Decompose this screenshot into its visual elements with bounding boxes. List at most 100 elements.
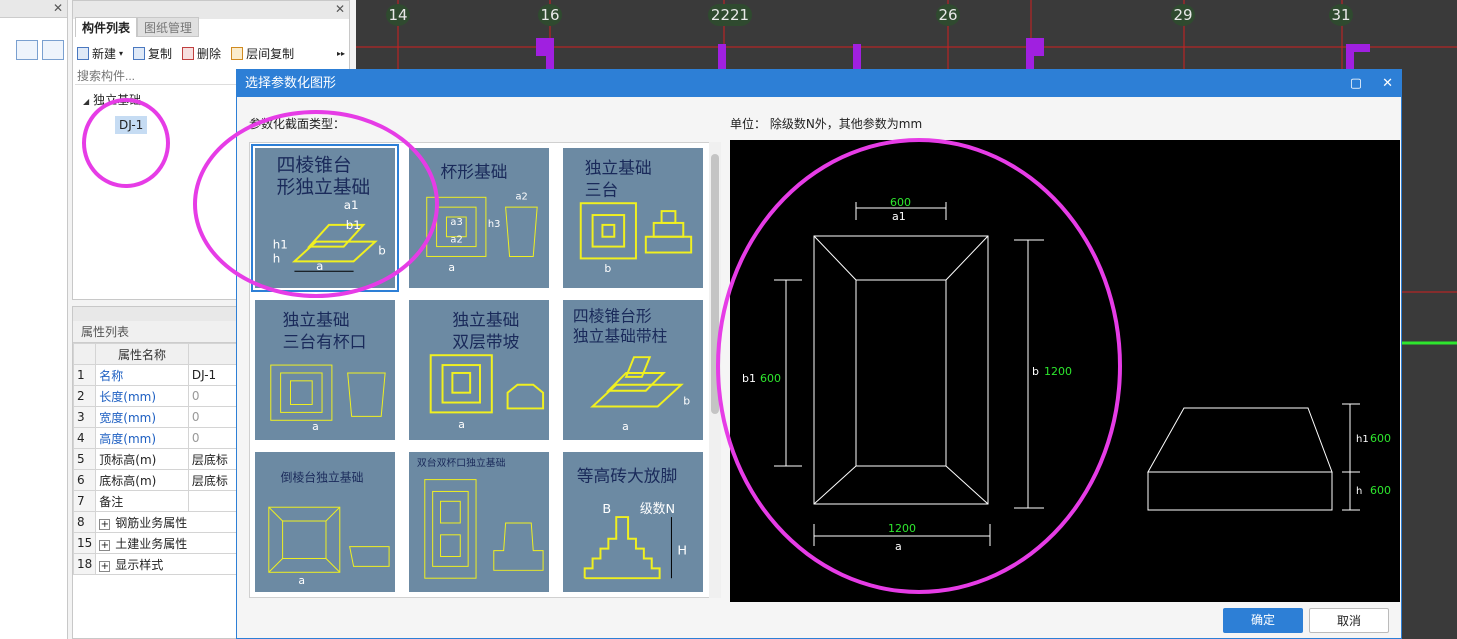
left-panel-header: ✕ <box>0 0 67 18</box>
shape-thumbnail-four-pyramid[interactable]: 四棱锥台 形独立基础 a h1 h a1 b1 b <box>251 144 399 292</box>
b-value: 1200 <box>1044 365 1072 378</box>
grid-view-icon[interactable] <box>42 40 64 60</box>
property-name: 名称 <box>95 364 189 386</box>
svg-text:三台有杯口: 三台有杯口 <box>283 331 367 351</box>
property-group-cell: +显示样式 <box>95 553 251 575</box>
svg-text:a: a <box>448 261 455 274</box>
thumb-title-line1: 四棱锥台 <box>277 156 352 177</box>
three-tier-diagram: 独立基础 三台 b <box>579 158 693 275</box>
double-tier-double-cup-diagram: 双台双杯口独立基础 <box>417 456 544 579</box>
property-group-row[interactable]: 15 +土建业务属性 <box>72 532 251 554</box>
double-slope-diagram: 独立基础 双层带坡 a <box>429 310 545 431</box>
svg-text:b: b <box>604 262 611 275</box>
shape-thumbnail-cup-foundation[interactable]: 杯形基础 a a3 a2 h3 a2 <box>408 147 550 289</box>
expand-plus-icon[interactable]: + <box>99 518 111 530</box>
tab-drawing-management[interactable]: 图纸管理 <box>137 17 200 37</box>
axis-label: 16 <box>538 4 562 26</box>
shape-thumbnail-pyramid-with-column[interactable]: 四棱锥台形 独立基础带柱 a b <box>562 299 704 441</box>
new-button[interactable]: 新建▾ <box>77 45 123 62</box>
floor-copy-button[interactable]: 层间复制 <box>231 45 294 62</box>
h1-label: h1 <box>1356 434 1369 445</box>
select-parametric-shape-dialog: 选择参数化图形 ▢ ✕ 参数化截面类型： 单位： 除级数N外，其他参数为mm 四… <box>236 69 1402 639</box>
row-index: 18 <box>72 553 97 575</box>
copy-button[interactable]: 复制 <box>133 45 172 62</box>
more-tools-button[interactable]: ▸▸ <box>337 49 345 58</box>
close-icon[interactable]: ✕ <box>52 1 63 15</box>
component-panel-header: ✕ <box>73 1 349 19</box>
component-panel-tabs: 构件列表 图纸管理 <box>75 17 200 37</box>
dropdown-arrow-icon: ▾ <box>119 48 124 58</box>
brick-footing-diagram: 等高砖大放脚 B 级数N H <box>577 466 687 580</box>
thumb-title-line2: 形独立基础 <box>277 177 371 198</box>
svg-text:a: a <box>622 420 629 433</box>
shape-thumbnail-inverted-frustum[interactable]: 倒棱台独立基础 a <box>254 451 396 593</box>
property-panel-title: 属性列表 <box>73 321 251 343</box>
row-index: 5 <box>72 448 97 470</box>
svg-text:b: b <box>683 395 690 408</box>
property-group-cell: +土建业务属性 <box>95 532 251 554</box>
expand-triangle-icon[interactable]: ◢ <box>83 97 90 106</box>
property-group-row[interactable]: 8 +钢筋业务属性 <box>72 511 251 533</box>
pyramid-with-column-diagram: 四棱锥台形 独立基础带柱 a b <box>573 307 690 433</box>
shape-thumbnail-three-tier-cup[interactable]: 独立基础 三台有杯口 a <box>254 299 396 441</box>
floor-copy-icon <box>231 46 244 60</box>
h-label: H <box>677 544 687 559</box>
a1-value: 600 <box>890 196 911 209</box>
property-row[interactable]: 7 备注 <box>72 490 252 512</box>
component-toolbar: 新建▾ 复制 删除 层间复制 ▸▸ <box>77 41 349 65</box>
axis-label: 26 <box>936 4 960 26</box>
shape-thumbnail-three-tier[interactable]: 独立基础 三台 b <box>562 147 704 289</box>
property-group-name: 钢筋业务属性 <box>115 515 188 530</box>
svg-text:双层带坡: 双层带坡 <box>452 331 519 351</box>
close-icon[interactable]: ✕ <box>1382 76 1393 91</box>
n-label: 级数N <box>640 502 675 517</box>
property-name: 高度(mm) <box>95 427 189 449</box>
row-index: 2 <box>72 385 97 407</box>
row-index: 4 <box>72 427 97 449</box>
close-icon[interactable]: ✕ <box>334 2 345 16</box>
b1-label: b1 <box>742 372 756 385</box>
maximize-icon[interactable]: ▢ <box>1349 76 1363 91</box>
h1-value: 600 <box>1370 432 1391 445</box>
svg-text:独立基础: 独立基础 <box>283 310 350 330</box>
ok-button[interactable]: 确定 <box>1223 608 1303 633</box>
svg-text:b: b <box>378 243 386 257</box>
svg-text:h1: h1 <box>273 238 288 252</box>
expand-plus-icon[interactable]: + <box>99 539 111 551</box>
tab-component-list[interactable]: 构件列表 <box>75 17 138 37</box>
property-row[interactable]: 2 长度(mm) 0 <box>72 385 252 407</box>
svg-text:独立基础: 独立基础 <box>585 158 652 178</box>
h-value: 600 <box>1370 484 1391 497</box>
left-side-panel: ✕ <box>0 0 68 639</box>
dialog-title: 选择参数化图形 <box>245 76 337 91</box>
property-group-row[interactable]: 18 +显示样式 <box>72 553 251 575</box>
shape-thumbnail-double-tier-double-cup[interactable]: 双台双杯口独立基础 <box>408 451 550 593</box>
list-view-icon[interactable] <box>16 40 38 60</box>
shape-thumbnail-brick-footing[interactable]: 等高砖大放脚 B 级数N H <box>562 451 704 593</box>
property-table: 属性名称 1 名称 DJ-1 2 长度(mm) 0 3 宽度(mm) 0 4 高… <box>72 343 252 575</box>
property-header-row: 属性名称 <box>72 343 252 365</box>
property-name: 备注 <box>95 490 189 512</box>
cancel-button[interactable]: 取消 <box>1309 608 1389 633</box>
expand-plus-icon[interactable]: + <box>99 560 111 572</box>
scrollbar-thumb[interactable] <box>711 154 719 414</box>
property-row[interactable]: 5 顶标高(m) 层底标 <box>72 448 252 470</box>
delete-button[interactable]: 删除 <box>182 45 221 62</box>
tree-item-dj-1[interactable]: DJ-1 <box>115 116 148 134</box>
svg-text:双台双杯口独立基础: 双台双杯口独立基础 <box>417 456 506 469</box>
property-row[interactable]: 6 底标高(m) 层底标 <box>72 469 252 491</box>
shape-thumbnail-double-slope[interactable]: 独立基础 双层带坡 a <box>408 299 550 441</box>
svg-text:独立基础: 独立基础 <box>452 310 519 330</box>
delete-label: 删除 <box>197 46 222 61</box>
property-row[interactable]: 4 高度(mm) 0 <box>72 427 252 449</box>
property-row[interactable]: 3 宽度(mm) 0 <box>72 406 252 428</box>
tree-item-isolated-foundation[interactable]: ◢独立基础 <box>83 91 147 108</box>
svg-text:独立基础带柱: 独立基础带柱 <box>573 326 668 345</box>
property-row[interactable]: 1 名称 DJ-1 <box>72 364 252 386</box>
property-panel: 属性列表 属性名称 1 名称 DJ-1 2 长度(mm) 0 3 宽度(mm) … <box>72 306 252 639</box>
svg-text:等高砖大放脚: 等高砖大放脚 <box>577 466 678 486</box>
thumbnail-scrollbar[interactable] <box>709 142 721 598</box>
row-index: 1 <box>72 364 97 386</box>
property-name: 顶标高(m) <box>95 448 189 470</box>
unit-label: 单位： 除级数N外，其他参数为mm <box>730 117 923 131</box>
